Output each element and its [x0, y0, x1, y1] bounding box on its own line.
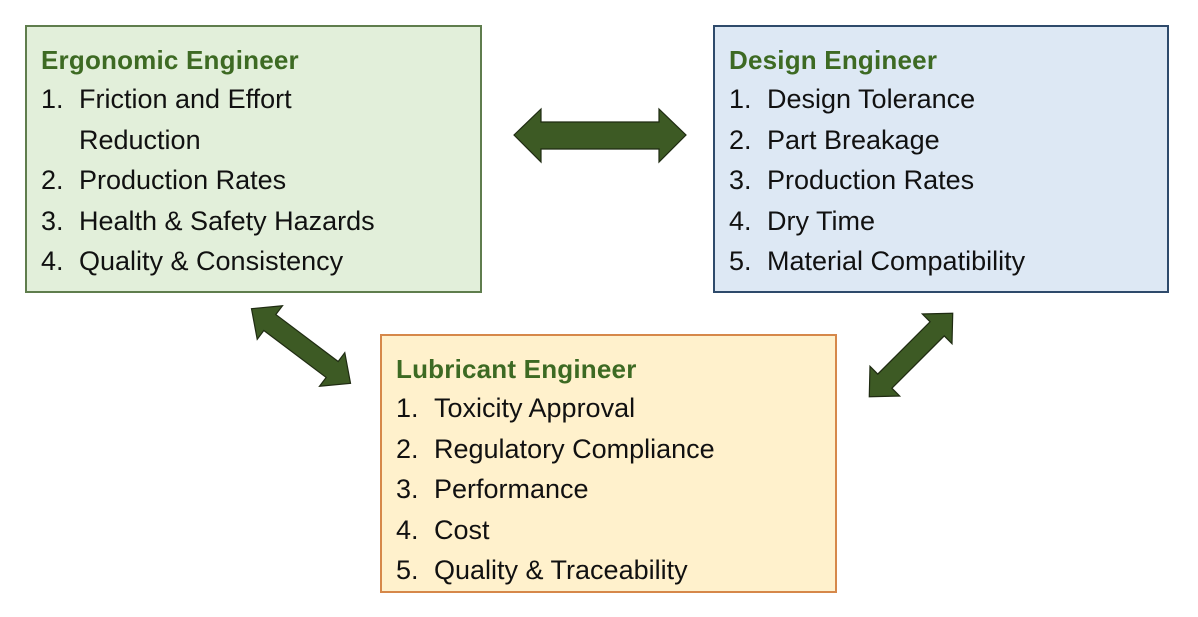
double-arrow-icon-ergonomic-design: [513, 107, 687, 164]
list-item: 2.Production Rates: [41, 165, 287, 195]
ergonomic-engineer-list: 1.Friction and Effort Reduction 2.Produc…: [41, 79, 466, 282]
ergonomic-engineer-title: Ergonomic Engineer: [41, 45, 299, 75]
list-item: 1.Design Tolerance: [729, 84, 976, 114]
double-arrow-icon-design-lubricant: [868, 312, 954, 398]
list-item: 1.Friction and Effort Reduction: [41, 84, 292, 155]
list-item: 3.Production Rates: [729, 165, 975, 195]
list-item: 3.Performance: [396, 474, 589, 504]
list-item: 5.Material Compatibility: [729, 246, 1026, 276]
list-item: 2.Part Breakage: [729, 124, 940, 155]
list-item: 3.Health & Safety Hazards: [41, 205, 375, 236]
design-engineer-title: Design Engineer: [729, 45, 938, 75]
design-engineer-box: Design Engineer 1.Design Tolerance 2.Par…: [713, 25, 1169, 293]
design-engineer-list: 1.Design Tolerance 2.Part Breakage 3.Pro…: [729, 79, 1153, 282]
ergonomic-engineer-box: Ergonomic Engineer 1.Friction and Effort…: [25, 25, 482, 293]
lubricant-engineer-title: Lubricant Engineer: [396, 354, 637, 384]
list-item: 2.Regulatory Compliance: [396, 433, 715, 464]
list-item: 5.Quality & Traceability: [396, 555, 688, 585]
double-arrow-icon-ergonomic-lubricant: [250, 305, 352, 387]
list-item: 4.Quality & Consistency: [41, 246, 344, 276]
list-item: 4.Dry Time: [729, 205, 875, 236]
list-item: 4.Cost: [396, 514, 490, 545]
lubricant-engineer-box: Lubricant Engineer 1.Toxicity Approval 2…: [380, 334, 837, 593]
list-item: 1.Toxicity Approval: [396, 393, 636, 423]
lubricant-engineer-list: 1.Toxicity Approval 2.Regulatory Complia…: [396, 388, 821, 591]
